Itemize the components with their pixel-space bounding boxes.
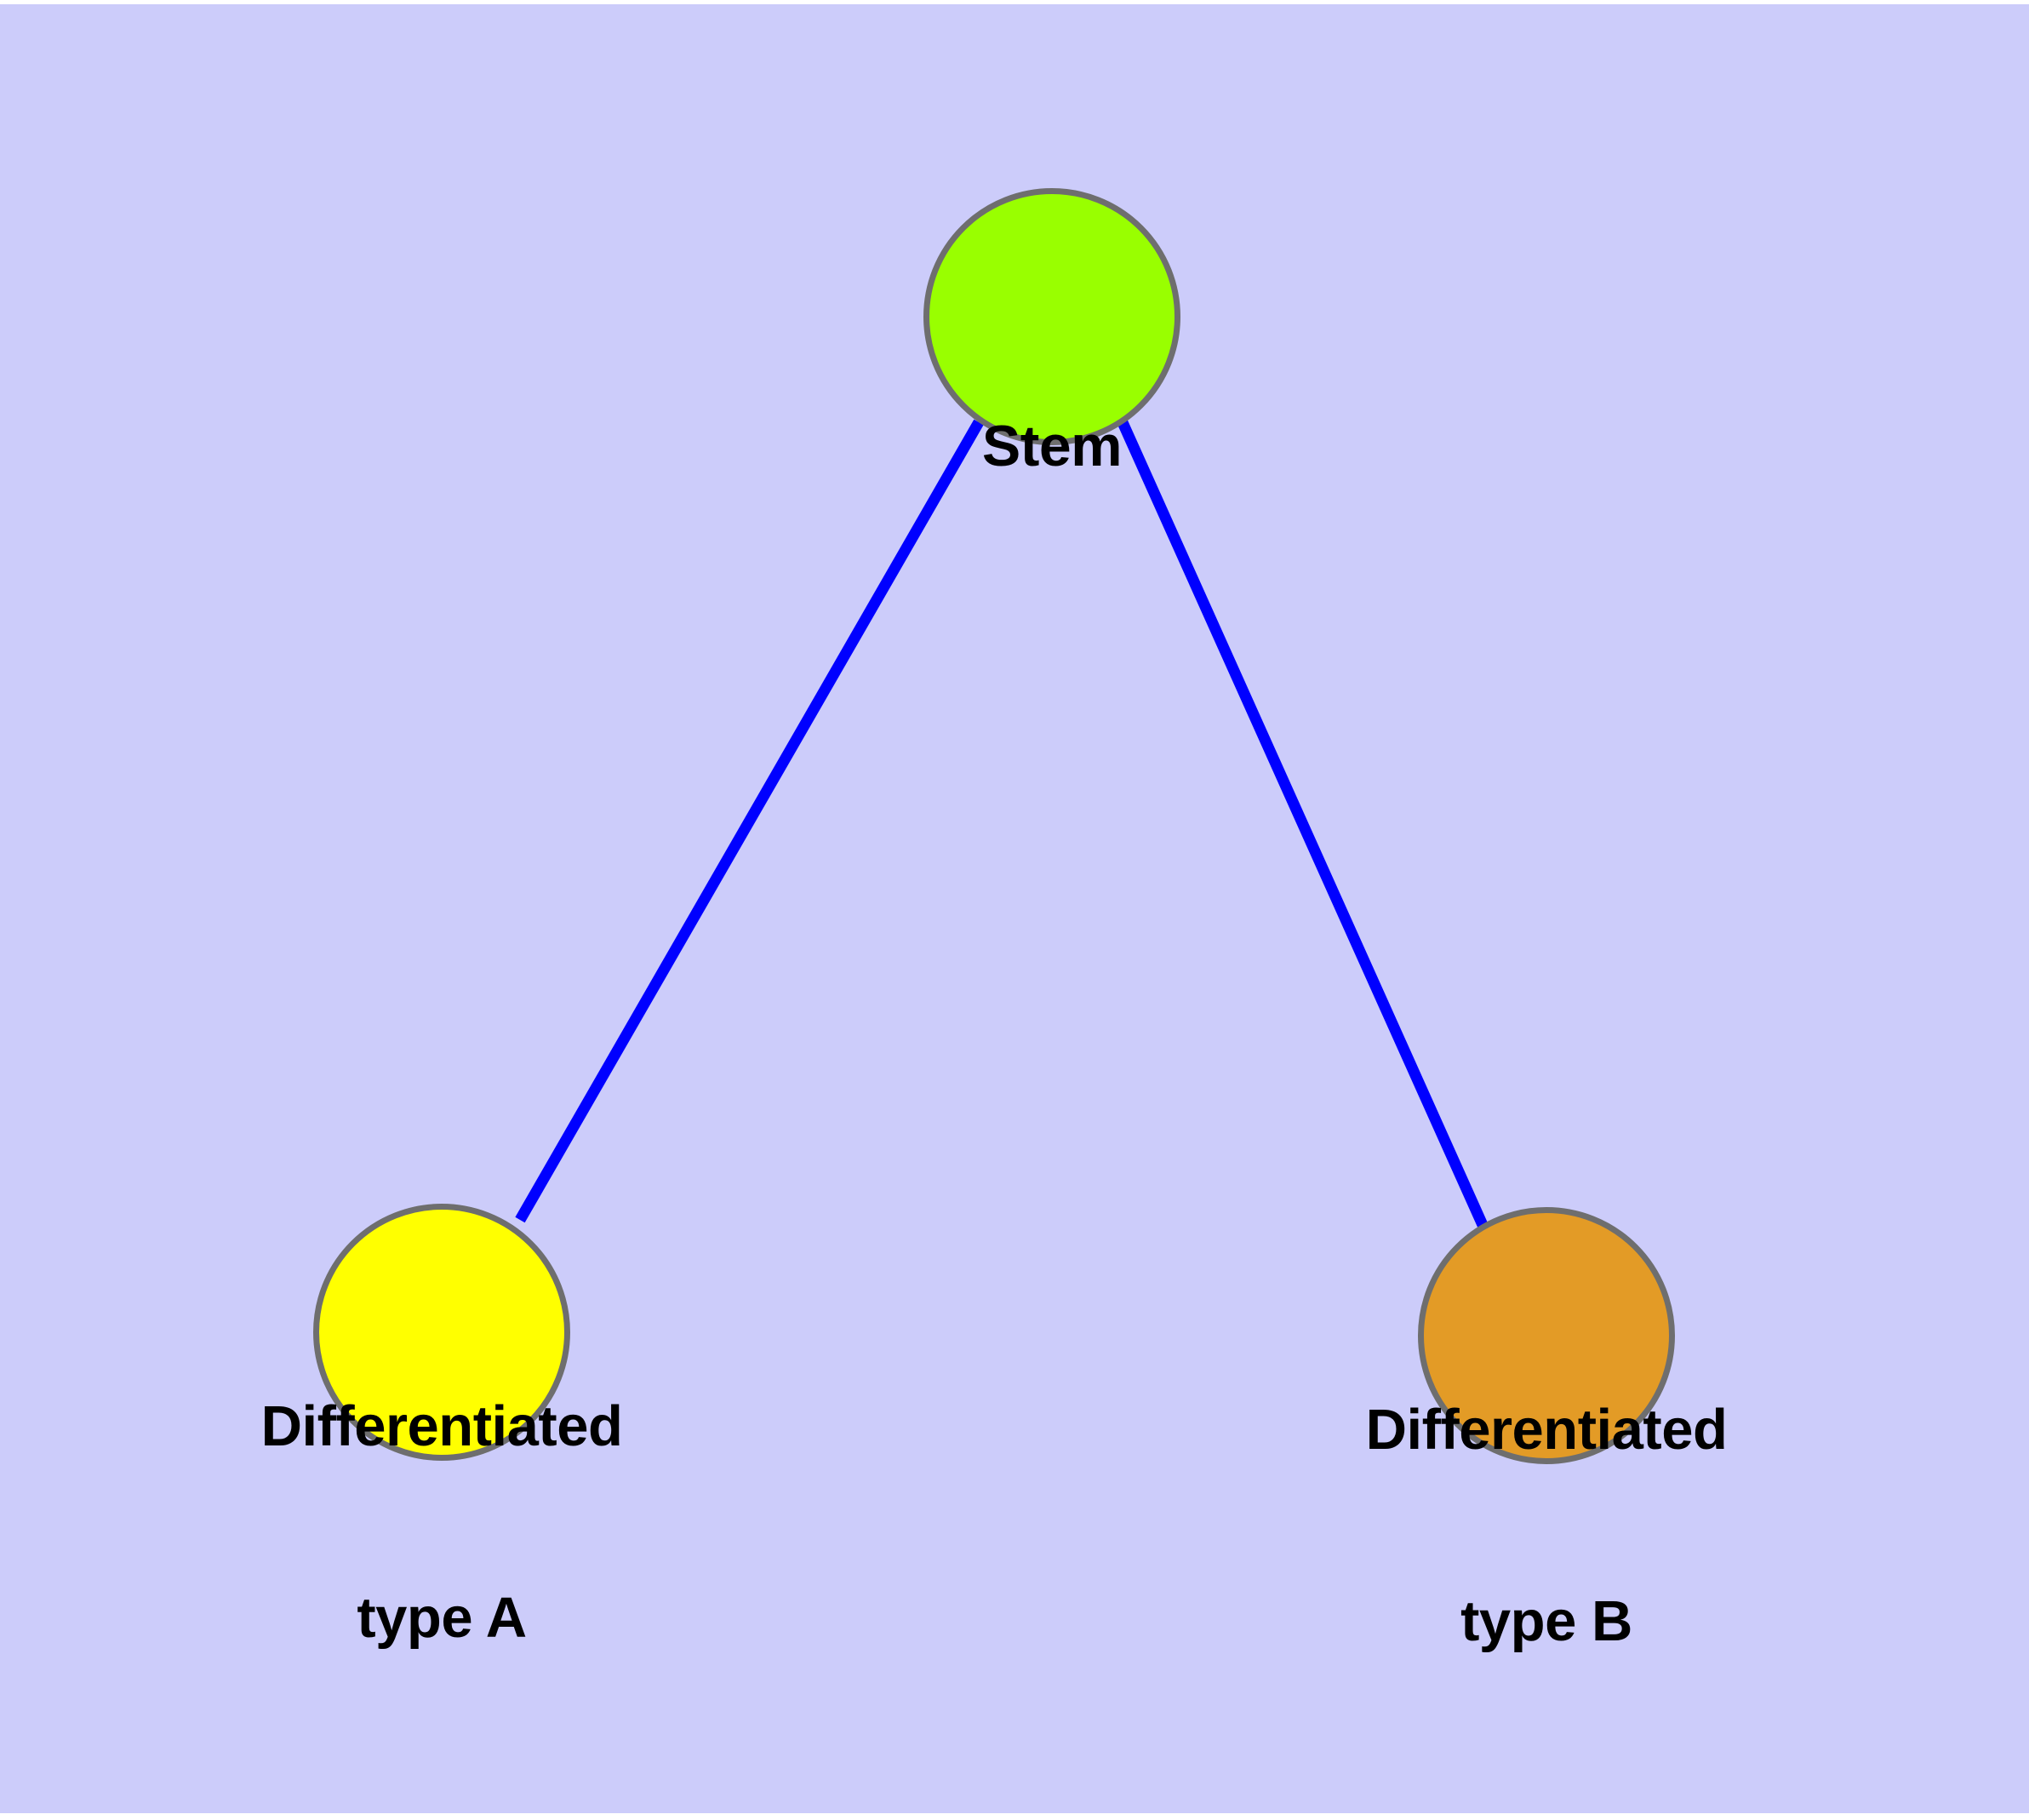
- node-label-diff-a-line2: type A: [357, 1586, 527, 1651]
- node-label-differentiated-type-b: Differentiated type B: [1163, 1270, 1929, 1781]
- edge-stem-to-differentiated-type-b: [1117, 418, 1488, 1228]
- node-label-diff-b-line2: type B: [1460, 1589, 1632, 1654]
- edge-stem-to-differentiated-type-a: [515, 419, 984, 1223]
- node-label-stem-line1: Stem: [981, 414, 1123, 479]
- edge-layer: [515, 418, 1488, 1228]
- node-differentiated-type-a[interactable]: [313, 1204, 570, 1461]
- node-label-stem: Stem: [754, 284, 1350, 609]
- node-differentiated-type-b[interactable]: [1418, 1207, 1675, 1464]
- node-stem[interactable]: [923, 188, 1180, 445]
- node-label-differentiated-type-a: Differentiated type A: [59, 1267, 825, 1777]
- diagram-plot-area: Stem Differentiated type A Differentiate…: [0, 4, 2029, 1813]
- node-label-diff-a-line1: Differentiated: [260, 1394, 623, 1459]
- node-label-diff-b-line1: Differentiated: [1365, 1398, 1728, 1462]
